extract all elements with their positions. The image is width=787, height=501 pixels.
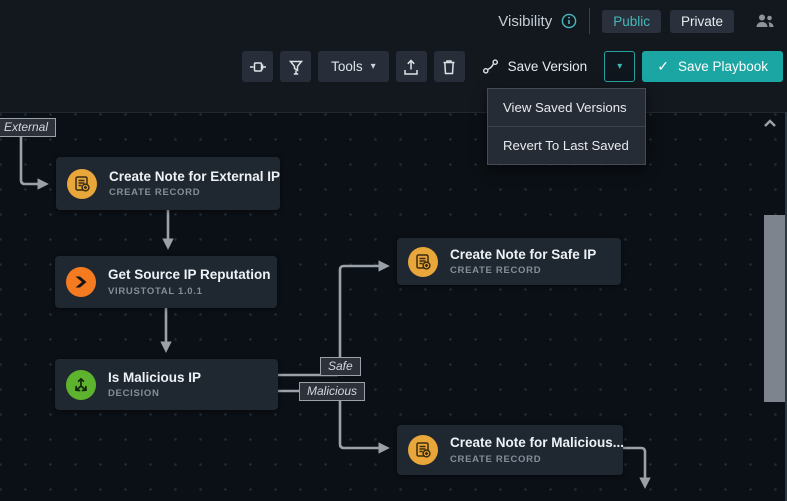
save-playbook-label: Save Playbook — [677, 59, 768, 74]
note-add-icon — [408, 435, 438, 465]
funnel-icon — [288, 60, 303, 75]
note-add-icon — [408, 246, 438, 277]
upload-icon — [404, 58, 418, 75]
node-connector-icon — [249, 61, 266, 72]
node-subtitle: CREATE RECORD — [450, 453, 542, 465]
visibility-label: Visibility — [498, 12, 553, 30]
node-title: Get Source IP Reputation — [108, 267, 271, 283]
node-is-malicious-ip[interactable]: Is Malicious IP DECISION — [55, 359, 278, 410]
virustotal-icon — [66, 267, 96, 297]
node-subtitle: CREATE RECORD — [450, 265, 542, 277]
save-version-menu: View Saved Versions Revert To Last Saved — [487, 88, 646, 165]
public-button[interactable]: Public — [602, 9, 661, 33]
decision-icon — [66, 369, 96, 400]
save-playbook-button[interactable]: ✓ Save Playbook — [642, 51, 783, 82]
node-subtitle: CREATE RECORD — [109, 187, 201, 199]
tools-dropdown-button[interactable]: Tools ▾ — [318, 51, 389, 82]
menu-item-revert-to-last-saved[interactable]: Revert To Last Saved — [488, 126, 645, 164]
editor-toolbar: Tools ▾ Save Version ▾ ✓ Save Playbook — [242, 51, 783, 82]
node-create-note-external-ip[interactable]: Create Note for External IP CREATE RECOR… — [56, 157, 280, 210]
vertical-scrollbar-thumb[interactable] — [764, 215, 785, 402]
collaborators-icon[interactable] — [755, 12, 775, 30]
node-title: Is Malicious IP — [108, 369, 202, 385]
edge-label-malicious[interactable]: Malicious — [299, 382, 366, 401]
node-get-source-ip-reputation[interactable]: Get Source IP Reputation VIRUSTOTAL 1.0.… — [55, 256, 277, 308]
menu-item-view-saved-versions[interactable]: View Saved Versions — [503, 100, 627, 115]
trash-icon — [443, 59, 455, 74]
node-create-note-safe-ip[interactable]: Create Note for Safe IP CREATE RECORD — [397, 238, 621, 285]
divider — [589, 8, 591, 34]
editor-header: Visibility Public Private Tools ▾ — [0, 0, 787, 112]
edge-label-safe[interactable]: Safe — [320, 357, 361, 376]
node-title: Create Note for Safe IP — [450, 246, 597, 262]
node-subtitle: VIRUSTOTAL 1.0.1 — [108, 285, 203, 297]
note-add-icon — [67, 168, 97, 199]
canvas-right-edge — [785, 112, 787, 501]
version-branch-icon — [482, 59, 498, 74]
filter-button[interactable] — [280, 51, 312, 82]
save-version-button[interactable]: Save Version — [472, 51, 598, 82]
insert-node-button[interactable] — [242, 51, 274, 82]
private-button[interactable]: Private — [669, 9, 734, 33]
visibility-controls: Visibility Public Private — [498, 8, 775, 34]
start-label-external[interactable]: External — [0, 118, 57, 137]
check-icon: ✓ — [657, 58, 669, 74]
info-icon[interactable] — [561, 13, 577, 29]
chevron-down-icon: ▾ — [617, 61, 623, 72]
tools-label: Tools — [331, 59, 363, 74]
node-create-note-malicious-ip[interactable]: Create Note for Malicious... CREATE RECO… — [397, 425, 625, 475]
node-subtitle: DECISION — [108, 388, 160, 400]
node-title: Create Note for External IP — [109, 168, 281, 184]
node-title: Create Note for Malicious... — [450, 435, 625, 451]
export-button[interactable] — [395, 51, 427, 82]
delete-button[interactable] — [433, 51, 465, 82]
save-version-dropdown-button[interactable]: ▾ — [604, 51, 636, 82]
scroll-up-icon[interactable] — [761, 117, 779, 136]
chevron-down-icon: ▾ — [370, 61, 376, 72]
save-version-label: Save Version — [507, 59, 588, 74]
